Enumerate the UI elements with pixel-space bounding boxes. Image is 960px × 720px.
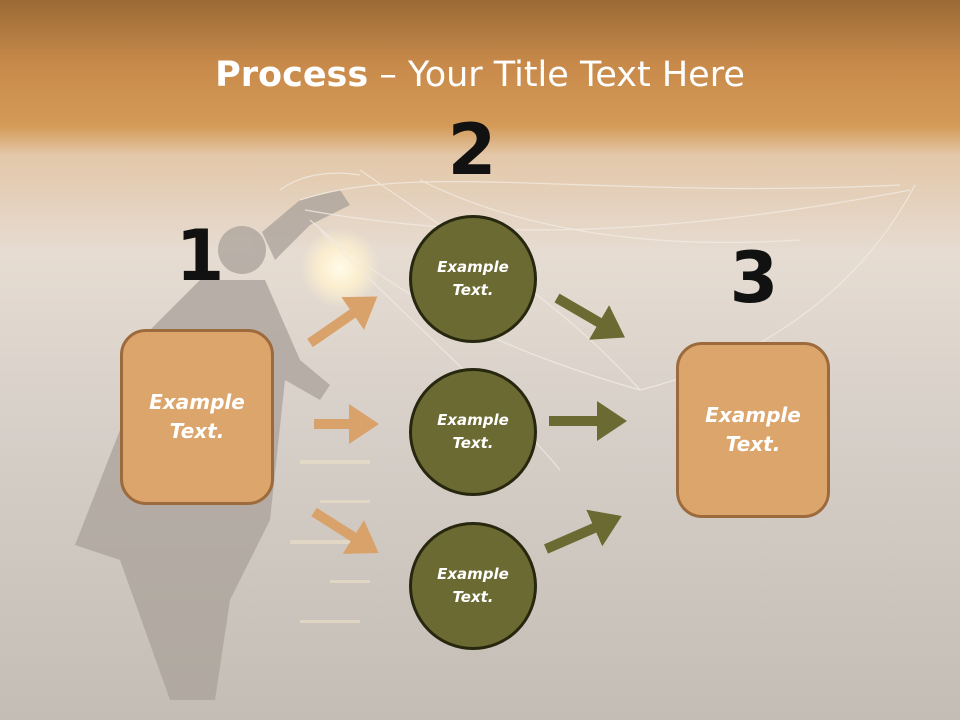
arrow-to-circle-bottom (311, 507, 379, 554)
left-box-text: Example Text. (149, 390, 245, 443)
step-number-3: 3 (729, 237, 779, 319)
circle-bottom: Example Text. (409, 522, 537, 650)
step-number-2: 2 (447, 109, 497, 191)
slide-title: Process – Your Title Text Here (0, 52, 960, 98)
circle-middle-text: Example Text. (437, 411, 509, 452)
title-bold: Process (215, 55, 369, 95)
right-box-text: Example Text. (705, 403, 801, 456)
step-number-1: 1 (175, 215, 225, 297)
circle-bottom-text: Example Text. (437, 565, 509, 606)
title-rest: – Your Title Text Here (368, 55, 745, 95)
arrow-from-circle-top (554, 293, 625, 340)
circle-middle: Example Text. (409, 368, 537, 496)
circle-top: Example Text. (409, 215, 537, 343)
arrow-to-circle-top (307, 296, 378, 348)
arrow-from-circle-bottom (544, 509, 622, 554)
circle-top-text: Example Text. (437, 258, 509, 299)
left-box: Example Text. (120, 329, 274, 505)
right-box: Example Text. (676, 342, 830, 518)
